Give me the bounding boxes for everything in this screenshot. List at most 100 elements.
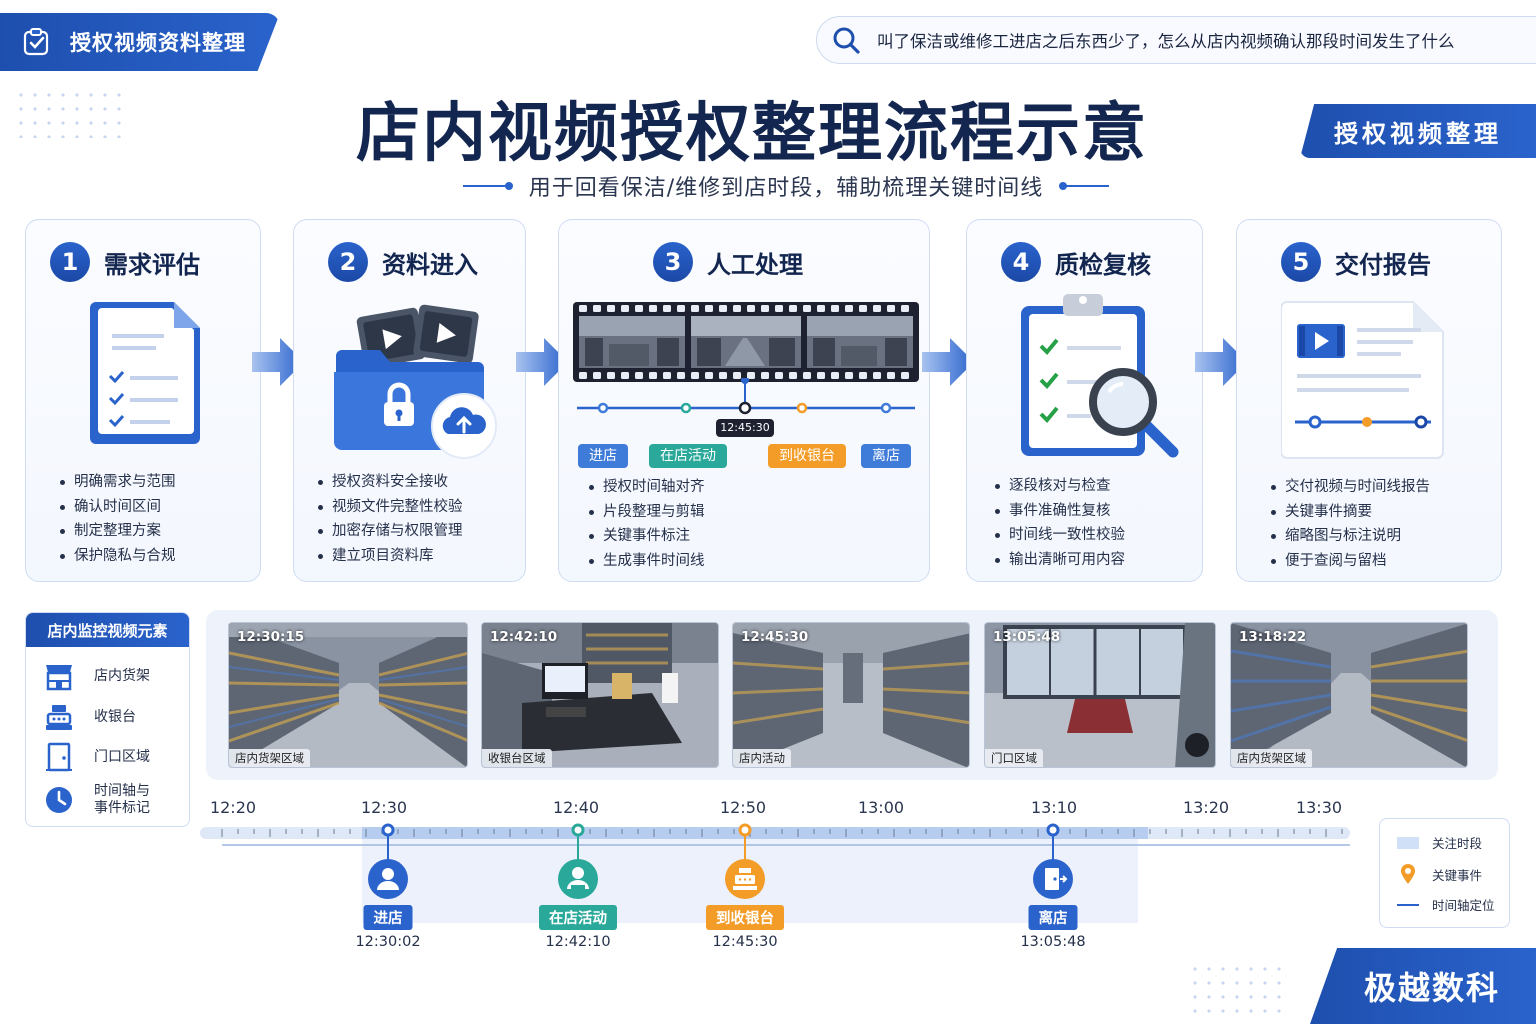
subtitle-line-left bbox=[462, 182, 513, 190]
step-header: 4 质检复核 bbox=[1001, 242, 1151, 282]
step-bullets: 授权时间轴对齐 片段整理与剪辑 关键事件标注 生成事件时间线 bbox=[589, 475, 705, 573]
cctv-thumbnail[interactable]: 13:18:22 店内货架区域 bbox=[1230, 622, 1468, 768]
location-pin-icon bbox=[1401, 864, 1415, 884]
legend-label: 关键事件 bbox=[1432, 867, 1483, 883]
cash-register-icon bbox=[46, 705, 72, 730]
step-bullet: 明确需求与范围 bbox=[60, 470, 176, 495]
clipboard-magnifier-icon bbox=[1021, 294, 1179, 458]
event-marker[interactable] bbox=[1046, 823, 1060, 837]
step-title: 资料进入 bbox=[382, 250, 478, 279]
locked-folder-upload-icon bbox=[334, 304, 497, 459]
event-marker[interactable] bbox=[381, 823, 395, 837]
cctv-thumbnail-strip: 12:30:15 店内货架区域 12:42:10 收银台区域 bbox=[206, 610, 1498, 780]
timeline-legend: 关注时段 关键事件 时间轴定位 bbox=[1379, 818, 1510, 928]
step-number: 3 bbox=[653, 242, 693, 282]
timeline-tick-label: 12:20 bbox=[209, 798, 257, 817]
cctv-thumbnail[interactable]: 12:45:30 店内活动 bbox=[732, 622, 970, 768]
document-checklist-icon bbox=[90, 302, 200, 444]
film-frame bbox=[807, 316, 913, 368]
thumbnail-timestamp: 12:45:30 bbox=[741, 629, 809, 645]
event-marker[interactable] bbox=[571, 823, 585, 837]
step-bullets: 明确需求与范围 确认时间区间 制定整理方案 保护隐私与合规 bbox=[60, 470, 176, 568]
step-title: 交付报告 bbox=[1335, 250, 1431, 279]
event-label: 在店活动 bbox=[539, 905, 617, 930]
cash-register-icon[interactable] bbox=[724, 858, 766, 900]
footer-brand: 极越数科 bbox=[1310, 948, 1536, 1024]
focus-period-swatch bbox=[1397, 836, 1419, 849]
cashier-counter-image bbox=[482, 623, 718, 767]
door-icon bbox=[46, 742, 72, 772]
step-header: 3 人工处理 bbox=[653, 242, 803, 282]
step-bullet: 便于查阅与留档 bbox=[1271, 549, 1430, 574]
thumbnail-timestamp: 13:18:22 bbox=[1239, 629, 1307, 645]
step-card-2: 2 资料进入 授权资料安全接收 视频文件完整性校验 加密存储与权限管理 建立项目… bbox=[293, 219, 526, 582]
step-title: 需求评估 bbox=[104, 250, 200, 279]
thumbnail-area-label: 门口区域 bbox=[985, 749, 1043, 767]
brand-tag: 授权视频资料整理 bbox=[0, 13, 280, 71]
brand-tag-label: 授权视频资料整理 bbox=[70, 31, 246, 55]
event-label: 到收银台 bbox=[706, 905, 784, 930]
event-label: 进店 bbox=[363, 905, 413, 930]
exit-door-icon[interactable] bbox=[1032, 858, 1074, 900]
legend-label: 关注时段 bbox=[1432, 836, 1483, 851]
event-tag-activity: 在店活动 bbox=[649, 444, 727, 468]
step-bullet: 授权资料安全接收 bbox=[318, 470, 463, 495]
search-icon bbox=[833, 27, 860, 54]
timeline-tick-label: 12:40 bbox=[552, 798, 600, 817]
step-bullet: 保护隐私与合规 bbox=[60, 544, 176, 569]
step-card-1: 1 需求评估 明确需求与范围 确认时间区间 制定整理方案 保护隐私与合规 bbox=[25, 219, 261, 582]
step-bullet: 授权时间轴对齐 bbox=[589, 475, 705, 500]
step-title: 人工处理 bbox=[707, 250, 803, 279]
step-number: 5 bbox=[1281, 242, 1321, 282]
step-title: 质检复核 bbox=[1055, 250, 1151, 279]
video-elements-title: 店内监控视频元素 bbox=[26, 613, 189, 647]
event-timeline: 12:20 12:30 12:40 12:50 13:00 13:10 13:2… bbox=[200, 790, 1360, 965]
cctv-thumbnail[interactable]: 12:30:15 店内货架区域 bbox=[228, 622, 468, 768]
timeline-tick-label: 13:00 bbox=[857, 798, 905, 817]
event-time: 12:30:02 bbox=[355, 934, 421, 950]
step-bullet: 片段整理与剪辑 bbox=[589, 500, 705, 525]
step-bullet: 生成事件时间线 bbox=[589, 549, 705, 574]
axis-line-swatch bbox=[1397, 903, 1419, 906]
subtitle-line-right bbox=[1059, 182, 1110, 190]
step-header: 1 需求评估 bbox=[50, 242, 200, 282]
right-tag: 授权视频整理 bbox=[1300, 104, 1536, 158]
legend-item: 关键事件 bbox=[1396, 863, 1482, 885]
cctv-thumbnail[interactable]: 13:05:48 门口区域 bbox=[984, 622, 1216, 768]
event-tag-cashier: 到收银台 bbox=[768, 444, 846, 468]
step-bullet: 交付视频与时间线报告 bbox=[1271, 475, 1430, 500]
event-time: 13:05:48 bbox=[1020, 934, 1086, 950]
question-text: 叫了保洁或维修工进店之后东西少了，怎么从店内视频确认那段时间发生了什么 bbox=[877, 32, 1455, 51]
flow-arrow-icon bbox=[516, 338, 568, 386]
person-activity-icon[interactable] bbox=[557, 858, 599, 900]
thumbnail-area-label: 店内货架区域 bbox=[1231, 749, 1312, 767]
thumbnail-area-label: 收银台区域 bbox=[482, 749, 552, 767]
question-search-bar[interactable]: 叫了保洁或维修工进店之后东西少了，怎么从店内视频确认那段时间发生了什么 bbox=[816, 16, 1536, 64]
timeline-tick-label: 12:30 bbox=[360, 798, 408, 817]
event-tag-enter: 进店 bbox=[578, 444, 628, 468]
report-document-icon bbox=[1281, 301, 1444, 459]
step-bullet: 事件准确性复核 bbox=[995, 499, 1125, 524]
cctv-thumbnail[interactable]: 12:42:10 收银台区域 bbox=[481, 622, 719, 768]
clock-icon bbox=[46, 787, 72, 813]
store-shelf-icon bbox=[46, 665, 72, 691]
event-time: 12:45:30 bbox=[712, 934, 778, 950]
shelf-aisle-image bbox=[229, 623, 467, 767]
element-label: 收银台 bbox=[94, 708, 136, 725]
legend-item: 关注时段 bbox=[1396, 833, 1482, 852]
step-number: 2 bbox=[328, 242, 368, 282]
element-item: 时间轴与 事件标记 bbox=[44, 783, 150, 817]
flow-arrow-icon bbox=[252, 338, 304, 386]
shield-check-icon bbox=[23, 28, 49, 56]
element-label: 时间轴与 事件标记 bbox=[94, 783, 150, 816]
timeline-tick-label: 13:10 bbox=[1030, 798, 1078, 817]
step-card-4: 4 质检复核 逐段核对与检查 事件准确性复核 时间线一致性校验 输出清晰可用内容 bbox=[966, 219, 1203, 582]
step-card-5: 5 交付报告 交付视频与时间线报告 关键事件摘要 缩略图与标注说明 便于查阅与留… bbox=[1236, 219, 1502, 582]
person-icon[interactable] bbox=[367, 858, 409, 900]
video-elements-panel: 店内监控视频元素 店内货架 收银台 门口区域 时间轴与 事件标记 bbox=[25, 612, 190, 827]
step-number: 4 bbox=[1001, 242, 1041, 282]
thumbnail-timestamp: 12:42:10 bbox=[490, 629, 558, 645]
step-header: 2 资料进入 bbox=[328, 242, 478, 282]
step-number: 1 bbox=[50, 242, 90, 282]
event-marker[interactable] bbox=[738, 823, 752, 837]
